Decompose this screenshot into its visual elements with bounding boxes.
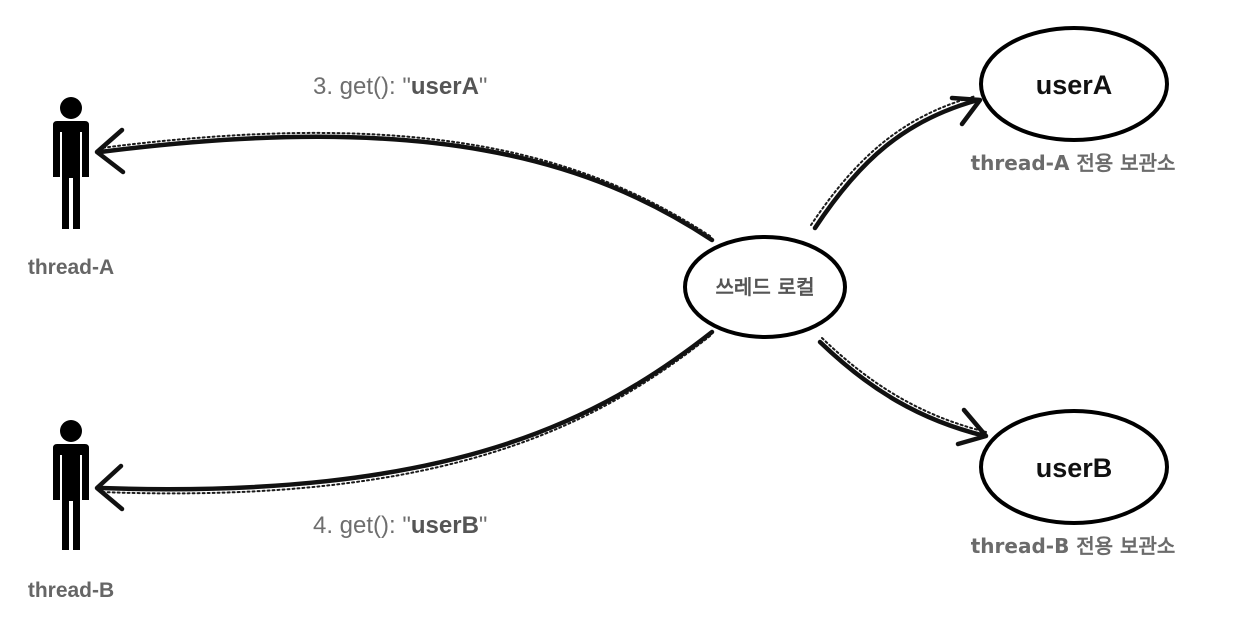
edge-local-to-usera [810, 95, 983, 231]
person-icon [53, 97, 89, 229]
edge-local-to-thread-a [94, 127, 715, 243]
person-icon [53, 420, 89, 550]
node-usera: userA [979, 26, 1169, 142]
arrowhead-usera [949, 95, 983, 127]
edge-local-to-thread-b [94, 329, 715, 512]
actor-thread-a-label: thread-A [28, 256, 114, 279]
edge-local-to-userb [817, 337, 989, 447]
actor-thread-b-label: thread-B [28, 579, 114, 602]
node-userb: userB [979, 409, 1169, 525]
node-userb-caption: thread-B 전용 보관소 [971, 534, 1176, 558]
node-thread-local-label: 쓰레드 로컬 [716, 275, 815, 299]
edge-label-get-usera: 3. get(): "userA" [313, 73, 487, 100]
actor-thread-b: thread-B [28, 420, 114, 602]
arrowhead-userb [955, 407, 989, 447]
node-usera-caption: thread-A 전용 보관소 [971, 151, 1176, 175]
actor-thread-a: thread-A [28, 97, 114, 279]
edge-label-get-userb: 4. get(): "userB" [313, 512, 487, 539]
node-usera-label: userA [1036, 70, 1113, 100]
arrowhead-thread-a [94, 127, 126, 175]
arrowhead-thread-b [94, 463, 125, 512]
node-thread-local: 쓰레드 로컬 [683, 235, 847, 339]
node-userb-label: userB [1036, 453, 1113, 483]
